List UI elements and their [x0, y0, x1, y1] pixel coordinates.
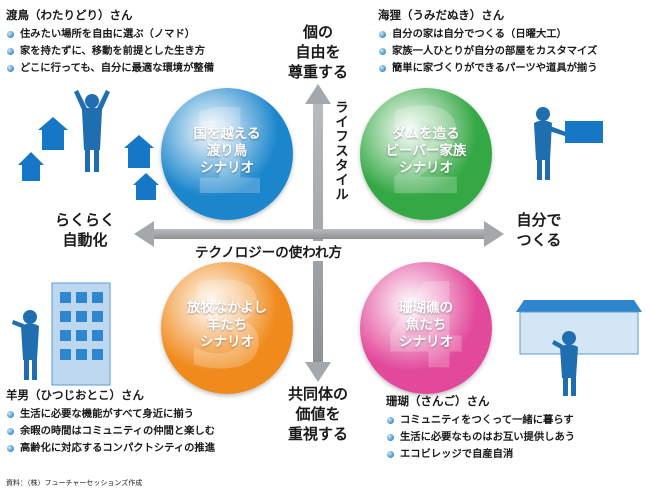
diy-person-illustration	[534, 107, 603, 180]
trait-item: 生活に必要なものはお互い提供しあう	[386, 429, 575, 446]
scenario-number: 3	[185, 257, 269, 395]
trait-item: 高齢化に対応するコンパクトシティの推進	[6, 440, 215, 457]
trait-item: 余暇の時間はコミュニティの仲間と楽しむ	[6, 423, 215, 440]
horizontal-axis-arrow	[134, 221, 504, 247]
persona-name: 珊瑚（さんご）さん	[386, 394, 490, 408]
axis-label-right: 自分で つくる	[516, 211, 562, 249]
scenario-label: 国を越える渡り鳥シナリオ	[193, 126, 261, 176]
compact-city-illustration	[12, 282, 111, 386]
scenario-circle-1: 1 国を越える渡り鳥シナリオ	[161, 83, 293, 221]
axis-label-top: 個の 自由を 尊重する	[287, 23, 348, 81]
trait-item: 簡単に家づくりができるパーツや道具が揃う	[378, 60, 598, 77]
trait-list: コミュニティをつくって一緒に暮らす 生活に必要なものはお互い提供しあう エコビレ…	[386, 412, 575, 463]
persona-name: 羊男（ひつじおとこ）さん	[6, 388, 144, 402]
scenario-label: ダムを造るビーバー家族シナリオ	[385, 126, 467, 176]
scenario-circle-2: 2 ダムを造るビーバー家族シナリオ	[360, 83, 492, 221]
trait-item: 家族一人ひとりが自分の部屋をカスタマイズ	[378, 43, 598, 60]
scenario-number: 2	[384, 83, 468, 221]
trait-item: 住みたい場所を自由に選ぶ（ノマド）	[6, 26, 214, 43]
horizontal-axis-name: テクノロジーの使われ方	[191, 241, 347, 261]
persona-name: 渡鳥（わたりどり）さん	[6, 8, 133, 22]
trait-list: 自分の家は自分でつくる（日曜大工） 家族一人ひとりが自分の部屋をカスタマイズ 簡…	[378, 26, 598, 77]
scenario-circle-3: 3 放牧なかよし羊たちシナリオ	[161, 257, 293, 395]
trait-item: 自分の家は自分でつくる（日曜大工）	[378, 26, 598, 43]
scenario-circle-4: 4 珊瑚礁の魚たちシナリオ	[360, 257, 492, 395]
trait-item: コミュニティをつくって一緒に暮らす	[386, 412, 575, 429]
trait-list: 住みたい場所を自由に選ぶ（ノマド） 家を持たずに、移動を前提とした生き方 どこに…	[6, 26, 214, 77]
axis-label-left: らくらく 自動化	[54, 211, 115, 249]
eco-village-illustration	[516, 300, 642, 396]
trait-item: どこに行っても、自分に最適な環境が整備	[6, 60, 214, 77]
scenario-number: 4	[384, 257, 468, 395]
vertical-axis-name: ライフスタイル	[332, 100, 348, 202]
scenario-number: 1	[185, 83, 269, 221]
scenario-label: 放牧なかよし羊たちシナリオ	[186, 300, 268, 350]
trait-item: 家を持たずに、移動を前提とした生き方	[6, 43, 214, 60]
trait-item: 生活に必要な機能がすべて身近に揃う	[6, 406, 215, 423]
persona-umidanuki: 海狸（うみだぬき）さん 自分の家は自分でつくる（日曜大工） 家族一人ひとりが自分…	[378, 7, 598, 77]
persona-watari: 渡鳥（わたりどり）さん 住みたい場所を自由に選ぶ（ノマド） 家を持たずに、移動を…	[6, 7, 214, 77]
houses-nomad-illustration	[18, 90, 159, 200]
trait-list: 生活に必要な機能がすべて身近に揃う 余暇の時間はコミュニティの仲間と楽しむ 高齢…	[6, 406, 215, 457]
persona-sango: 珊瑚（さんご）さん コミュニティをつくって一緒に暮らす 生活に必要なものはお互い…	[386, 393, 575, 463]
scenario-label: 珊瑚礁の魚たちシナリオ	[399, 300, 453, 350]
axis-label-bottom: 共同体の 価値を 重視する	[287, 385, 348, 443]
source-note: 資料：（株）フューチャーセッションズ作成	[6, 479, 143, 487]
persona-name: 海狸（うみだぬき）さん	[378, 8, 505, 22]
persona-hitsujiotoko: 羊男（ひつじおとこ）さん 生活に必要な機能がすべて身近に揃う 余暇の時間はコミュ…	[6, 387, 215, 457]
trait-item: エコビレッジで自産自消	[386, 446, 575, 463]
